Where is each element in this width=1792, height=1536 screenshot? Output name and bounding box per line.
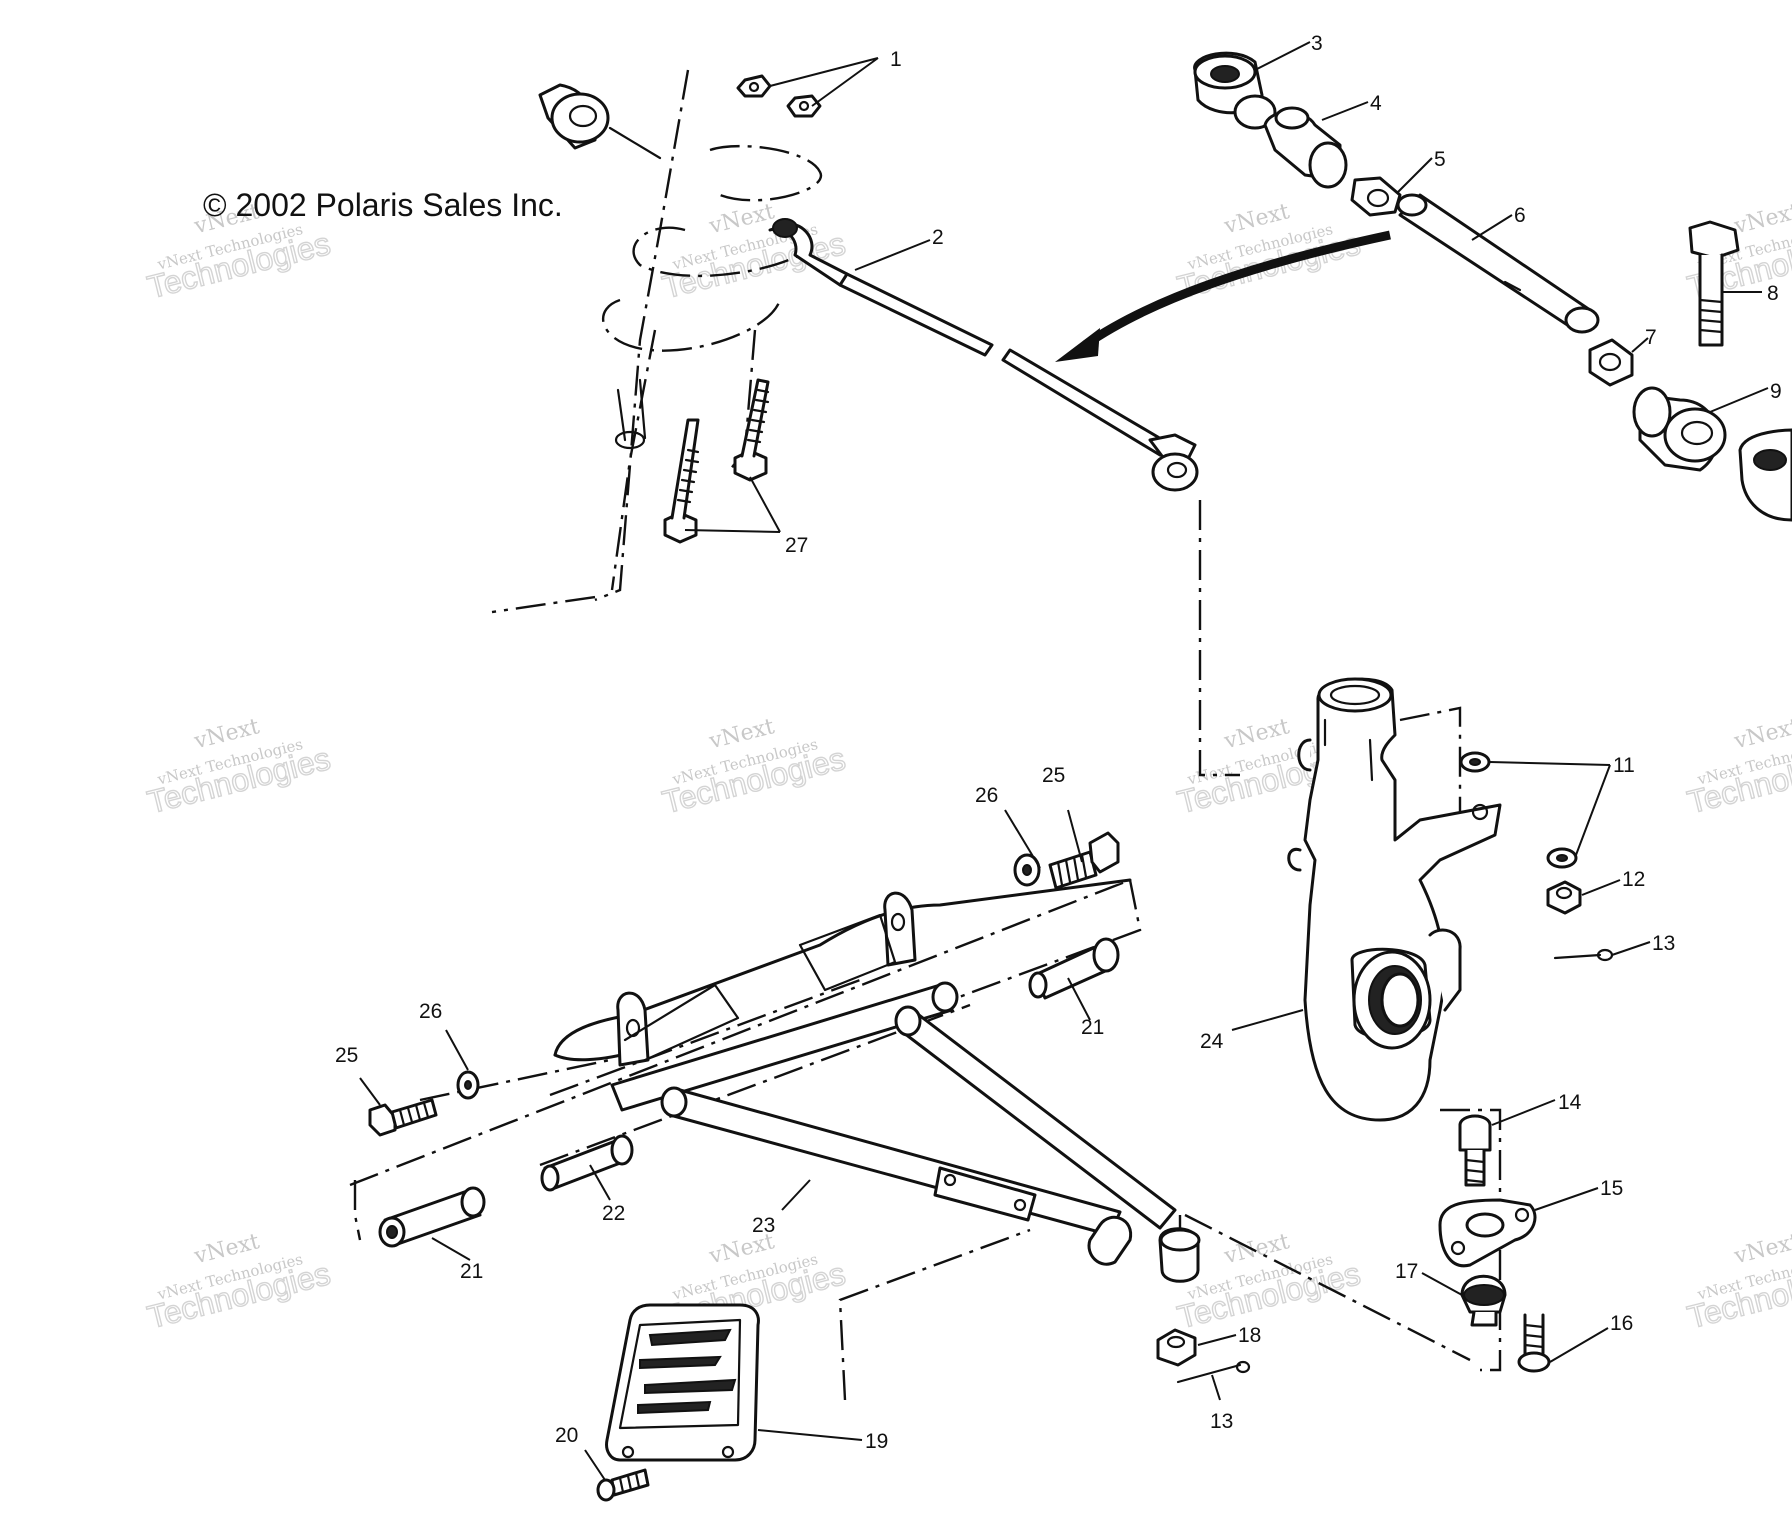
callout-20: 20 xyxy=(555,1424,578,1447)
part-24-spindle xyxy=(1287,677,1502,1122)
part-1-nuts xyxy=(736,74,822,118)
callout-7: 7 xyxy=(1645,326,1657,349)
watermark: vNext vNext Technologies Technologies xyxy=(1683,714,1792,821)
callout-16: 16 xyxy=(1610,1312,1633,1335)
callout-14: 14 xyxy=(1558,1091,1582,1114)
callout-12: 12 xyxy=(1622,868,1645,891)
part-19-guard xyxy=(605,1303,760,1462)
callout-17: 17 xyxy=(1395,1260,1418,1283)
part-16-bolt xyxy=(1517,1313,1551,1373)
part-11-washers xyxy=(1459,751,1578,869)
callout-13-lower: 13 xyxy=(1210,1410,1233,1433)
part-17-ball-joint xyxy=(1460,1274,1507,1327)
part-13-cotter-pin xyxy=(1553,948,1614,962)
part-25-bolt-lower xyxy=(368,1098,438,1137)
callout-3: 3 xyxy=(1311,32,1323,55)
direction-arrow xyxy=(1055,230,1391,362)
callout-4: 4 xyxy=(1370,92,1382,115)
callout-1: 1 xyxy=(890,48,902,71)
upper-rod-end xyxy=(538,83,662,160)
callout-23: 23 xyxy=(752,1214,775,1237)
callout-13-upper: 13 xyxy=(1652,932,1675,955)
part-18-castle-nut xyxy=(1156,1328,1197,1367)
part-23-a-arm xyxy=(610,981,1201,1283)
callout-5: 5 xyxy=(1434,148,1446,171)
part-14-bolt xyxy=(1458,1114,1492,1187)
watermark: vNext vNext Technologies Technologies xyxy=(143,714,334,821)
part-25-bolt-upper xyxy=(1048,831,1120,890)
callout-24: 24 xyxy=(1200,1030,1224,1053)
callout-labels: 1 2 3 4 5 6 7 8 9 11 12 13 24 14 15 16 1… xyxy=(335,32,1782,1453)
callout-15: 15 xyxy=(1600,1177,1623,1200)
callout-25-lower: 25 xyxy=(335,1044,358,1067)
callout-27: 27 xyxy=(785,534,808,557)
callout-11: 11 xyxy=(1613,754,1635,777)
part-27-bolts xyxy=(663,378,770,544)
callout-2: 2 xyxy=(932,226,944,249)
callout-9: 9 xyxy=(1770,380,1782,403)
callout-26-upper: 26 xyxy=(975,784,998,807)
part-21-sleeve-upper xyxy=(1028,937,1120,1000)
callout-26-lower: 26 xyxy=(419,1000,442,1023)
part-15-plate xyxy=(1438,1198,1537,1268)
part-9-rod-end xyxy=(1632,386,1792,522)
part-2-tie-rod xyxy=(768,218,1199,492)
watermark: vNext vNext Technologies Technologies xyxy=(143,1229,334,1336)
frame-bracket xyxy=(553,878,1132,1067)
part-13-lower-cotter-pin xyxy=(1176,1360,1251,1384)
part-7-jam-nut xyxy=(1588,338,1634,387)
watermark-layer: vNext vNext Technologies Technologies vN… xyxy=(143,199,1792,1336)
part-6-tie-rod-tube xyxy=(1396,193,1600,334)
part-26-washer-lower xyxy=(456,1070,480,1100)
callout-6: 6 xyxy=(1514,204,1526,227)
callout-19: 19 xyxy=(865,1430,888,1453)
watermark: vNext vNext Technologies Technologies xyxy=(1683,1229,1792,1336)
part-4-rod-end xyxy=(1263,106,1348,189)
part-12-castle-nut xyxy=(1546,880,1582,915)
watermark: vNext vNext Technologies Technologies xyxy=(658,199,849,306)
part-3-bushing xyxy=(1193,51,1277,130)
leader-lines xyxy=(359,41,1769,1481)
callout-21-lower: 21 xyxy=(460,1260,483,1283)
callout-8: 8 xyxy=(1767,282,1779,305)
part-22-pivot-tube xyxy=(540,1134,634,1192)
part-20-screw xyxy=(596,1468,650,1502)
callout-22: 22 xyxy=(602,1202,625,1225)
callout-18: 18 xyxy=(1238,1324,1261,1347)
steering-post-outline xyxy=(491,69,823,614)
watermark: vNext vNext Technologies Technologies xyxy=(658,714,849,821)
part-5-jam-nut xyxy=(1350,176,1402,217)
part-21-sleeve-lower xyxy=(378,1186,486,1248)
part-8-bolt xyxy=(1688,220,1740,347)
part-26-washer-upper xyxy=(1013,853,1041,887)
callout-21-upper: 21 xyxy=(1081,1016,1104,1039)
callout-25-upper: 25 xyxy=(1042,764,1065,787)
copyright-notice: © 2002 Polaris Sales Inc. xyxy=(203,187,563,223)
